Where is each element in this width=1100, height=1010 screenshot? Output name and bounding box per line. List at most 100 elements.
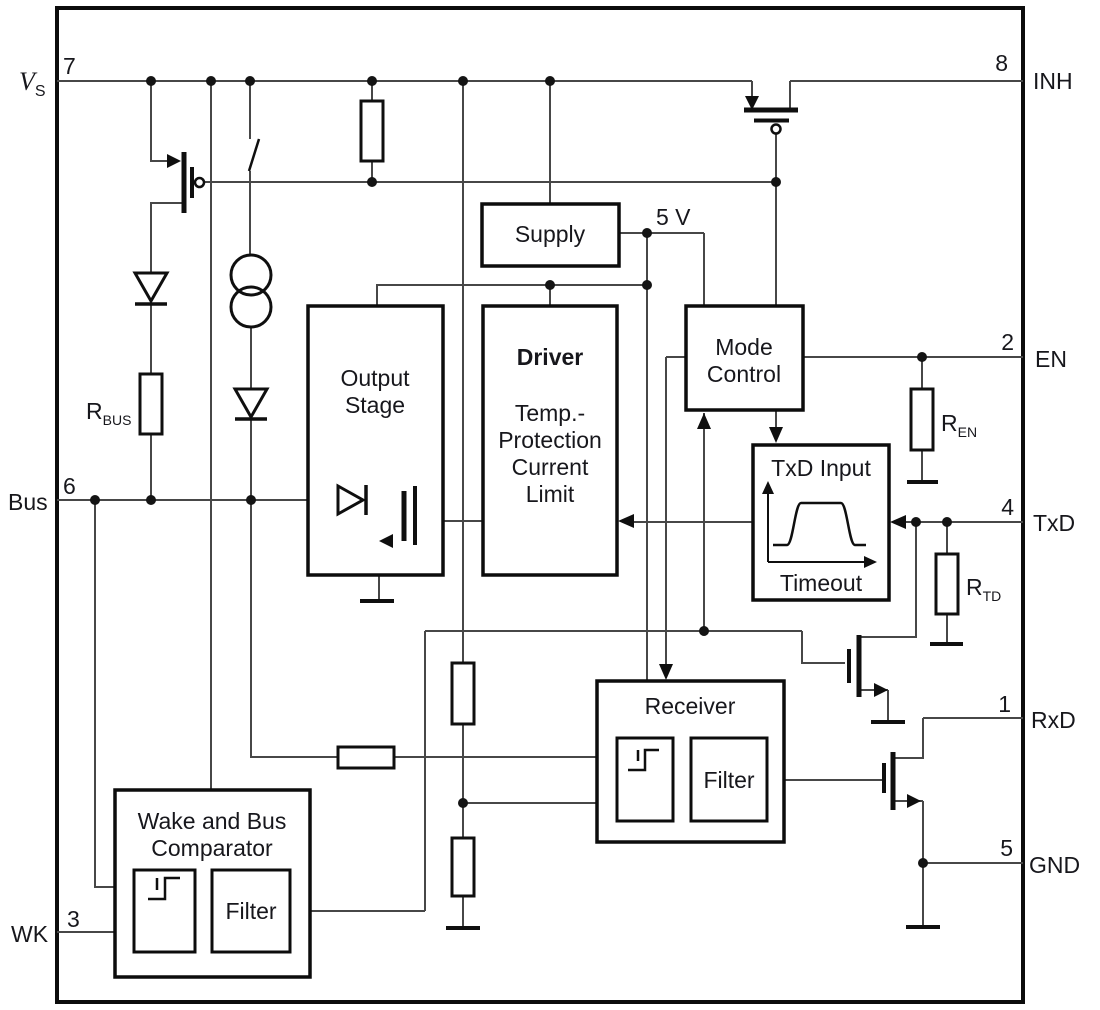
pin-number-3: 3: [67, 906, 80, 932]
junction-dot: [942, 517, 952, 527]
pin-label-inh: INH: [1033, 68, 1073, 94]
rail-5v-label: 5 V: [656, 204, 691, 230]
driver-sub-2: Protection: [498, 427, 602, 453]
pin-label-gnd: GND: [1029, 852, 1080, 878]
source-arrow: [907, 794, 921, 808]
junction-dot: [918, 858, 928, 868]
wire-supply-5v: [376, 81, 705, 681]
waveform-axes: [767, 494, 866, 563]
pin-gnd: 5 GND: [1000, 835, 1080, 878]
junction-dot: [367, 177, 377, 187]
junction-dot: [367, 76, 377, 86]
vs-sub: S: [35, 83, 46, 100]
rbus-label: RBUS: [86, 398, 131, 428]
diode-icon-output-stage: [336, 483, 368, 517]
junction-dot: [771, 177, 781, 187]
ren-sub: EN: [958, 424, 977, 440]
mode-control-label-1: Mode: [715, 334, 773, 360]
diode-triangle: [336, 483, 367, 517]
blocks: [113, 202, 891, 979]
wire-pmos-rbus-chain: [150, 81, 184, 500]
rbus-main: R: [86, 398, 103, 424]
pin-number-7: 7: [63, 53, 76, 79]
junction-dot: [911, 517, 921, 527]
supply-label: Supply: [515, 221, 586, 247]
pin-number-4: 4: [1001, 494, 1014, 520]
pin-number-2: 2: [1001, 329, 1014, 355]
junction-dot: [90, 495, 100, 505]
labels: Supply Output Stage Driver Temp.- Protec…: [8, 50, 1080, 947]
rbus-sub: BUS: [103, 412, 132, 428]
vs-main: V: [19, 67, 38, 96]
ren-main: R: [941, 410, 958, 436]
junction-dot: [545, 280, 555, 290]
supply-block: [480, 202, 621, 268]
switch-icon: [247, 138, 261, 172]
ren-label: REN: [941, 410, 977, 440]
txd-input-block: [751, 443, 891, 602]
rtd-main: R: [966, 574, 983, 600]
current-source-icon: [229, 253, 273, 329]
resistors: [138, 99, 960, 898]
output-stage-block: [306, 304, 445, 577]
source-arrow: [745, 96, 759, 110]
diode-icon-rbus: [132, 271, 170, 306]
pin-label-txd: TxD: [1033, 510, 1075, 536]
wire-en: [803, 356, 1023, 480]
junction-dot: [206, 76, 216, 86]
timeout-label: Timeout: [780, 570, 863, 596]
pin-label-rxd: RxD: [1031, 707, 1076, 733]
driver-sub-4: Limit: [526, 481, 575, 507]
pin-rxd: 1 RxD: [998, 691, 1076, 733]
driver-block: [481, 304, 619, 577]
inh-mosfet-icon: [744, 96, 798, 135]
receiver-filter-label: Filter: [703, 767, 754, 793]
diode-triangle: [132, 271, 170, 305]
pin-number-1: 1: [998, 691, 1011, 717]
rtd-sub: TD: [983, 588, 1002, 604]
current-source-circle: [229, 285, 273, 329]
resistor-icon-divider-bottom: [450, 836, 476, 898]
pin-bus: 6 Bus: [8, 473, 76, 515]
resistor-icon-rtd: [934, 552, 960, 616]
junction-dot: [917, 352, 927, 362]
wake-filter-box: [210, 868, 292, 954]
txd-waveform-icon: [762, 481, 877, 568]
resistor-icon-divider-top: [450, 661, 476, 726]
junction-dot: [458, 76, 468, 86]
arrow-left-txd-input: [890, 515, 906, 529]
wire-switch-current-chain: [249, 81, 617, 758]
pmos-transistor-icon: [167, 152, 206, 213]
resistor-icon-receiver-input: [336, 745, 396, 770]
output-stage-label-2: Stage: [345, 392, 405, 418]
hysteresis-icon-wake: [148, 876, 180, 901]
wake-label-1: Wake and Bus: [138, 808, 287, 834]
rxd-nmos-icon: [882, 752, 921, 810]
junction-dot: [545, 76, 555, 86]
txd-input-label: TxD Input: [771, 455, 871, 481]
source-arrow: [167, 154, 181, 168]
arrow-left-driver: [618, 514, 634, 528]
source-arrow: [874, 683, 888, 697]
junction-dot: [245, 76, 255, 86]
output-stage-mosfet-icon: [379, 486, 417, 548]
pin-vs: 7 VS: [19, 53, 76, 100]
junction-dot: [146, 495, 156, 505]
pulse-curve: [773, 501, 866, 547]
rtd-label: RTD: [966, 574, 1001, 604]
output-stage-label-1: Output: [340, 365, 410, 391]
wire-txd: [634, 521, 1023, 720]
mode-control-block: [684, 304, 805, 412]
arrow-down-txd-input: [769, 427, 783, 443]
junction-dot: [146, 76, 156, 86]
source-arrow: [379, 534, 393, 548]
pin-inh: 8 INH: [995, 50, 1072, 94]
driver-label: Driver: [517, 344, 584, 370]
wire-receiver-divider: [462, 81, 884, 926]
pin-txd: 4 TxD: [1001, 494, 1075, 536]
wire-vs-rail: [57, 80, 1023, 110]
junction-dot: [458, 798, 468, 808]
gate-bubble: [770, 123, 782, 135]
receiver-label: Receiver: [645, 693, 736, 719]
